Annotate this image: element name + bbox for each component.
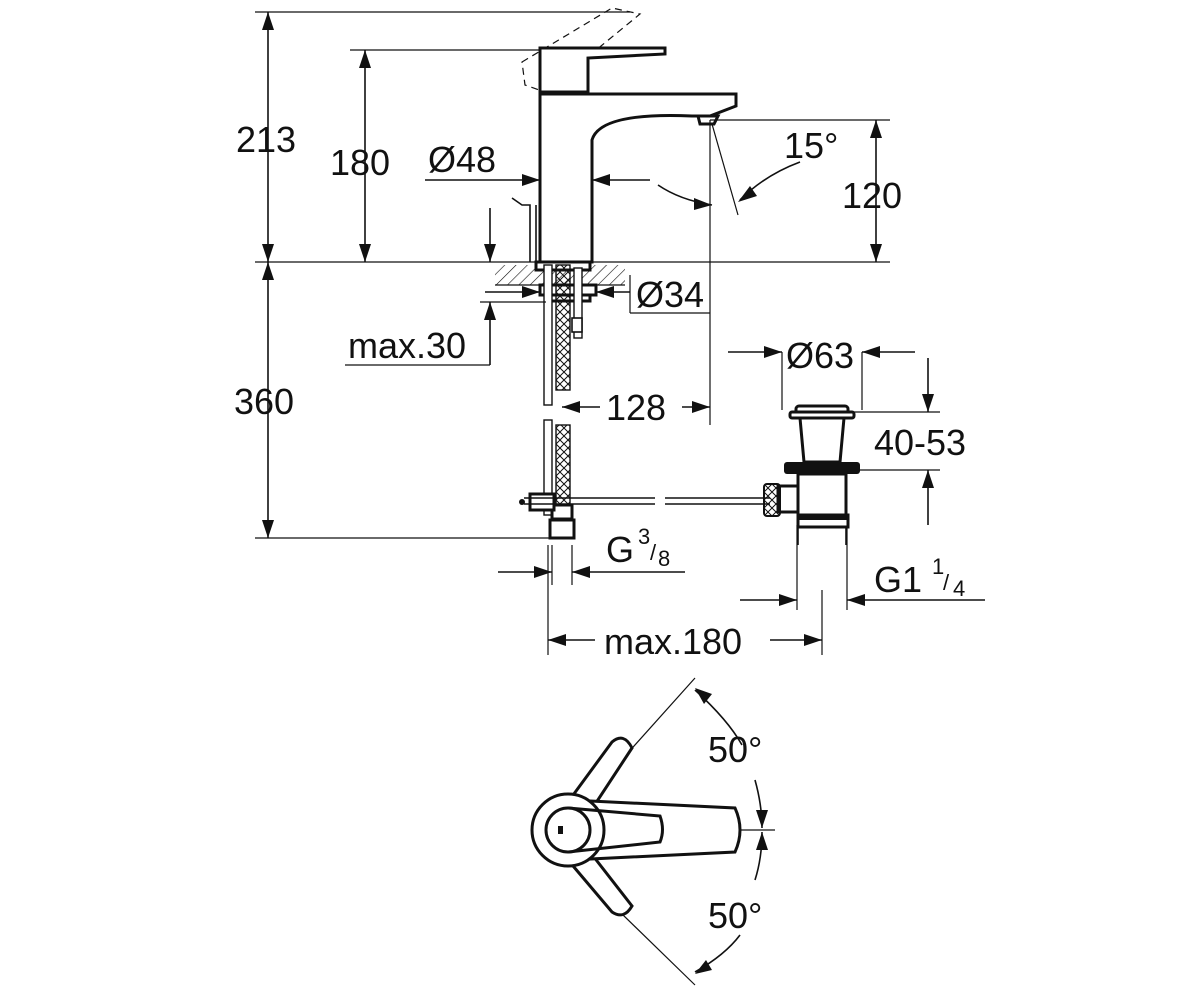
svg-text:G: G bbox=[606, 529, 634, 570]
label-height-total: 213 bbox=[236, 119, 296, 160]
label-waste-thread: G1 1 / 4 bbox=[874, 554, 965, 601]
hose-left bbox=[543, 264, 553, 406]
aerator bbox=[696, 114, 721, 126]
svg-text:1: 1 bbox=[932, 554, 944, 579]
svg-text:G1: G1 bbox=[874, 559, 922, 600]
label-height-spout: 180 bbox=[330, 142, 390, 183]
spout-top bbox=[568, 798, 742, 862]
svg-text:8: 8 bbox=[658, 546, 670, 571]
pop-up-rod bbox=[511, 197, 531, 262]
lever-right-position bbox=[565, 850, 634, 917]
label-hole-diameter: Ø34 bbox=[636, 274, 704, 315]
lever bbox=[538, 46, 667, 94]
svg-text:4: 4 bbox=[953, 576, 965, 601]
label-connection-thread: G 3 / 8 bbox=[606, 524, 670, 571]
label-waste-range: 40-53 bbox=[874, 422, 966, 463]
faucet-side-view bbox=[495, 7, 770, 540]
hose-braided bbox=[555, 264, 571, 391]
label-body-diameter: Ø48 bbox=[428, 139, 496, 180]
dimension-labels: 213 180 Ø48 15° 120 Ø34 max.30 360 128 Ø… bbox=[234, 119, 966, 936]
faucet-body bbox=[538, 92, 738, 264]
label-angle-left: 50° bbox=[708, 729, 762, 770]
label-waste-diameter: Ø63 bbox=[786, 335, 854, 376]
svg-text:/: / bbox=[650, 540, 657, 565]
lever-left-position bbox=[565, 736, 634, 814]
label-spout-outlet-height: 120 bbox=[842, 175, 902, 216]
pop-up-waste-valve bbox=[763, 404, 860, 545]
label-angle-right: 50° bbox=[708, 895, 762, 936]
label-max-pull-rod: max.180 bbox=[604, 621, 742, 662]
label-angle-outlet: 15° bbox=[784, 125, 838, 166]
label-spout-reach: 128 bbox=[606, 387, 666, 428]
dimension-lines bbox=[262, 12, 985, 974]
label-below-counter: 360 bbox=[234, 381, 294, 422]
svg-text:3: 3 bbox=[638, 524, 650, 549]
svg-text:/: / bbox=[943, 570, 950, 595]
faucet-top-view bbox=[530, 677, 775, 986]
label-max-counter-thickness: max.30 bbox=[348, 325, 466, 366]
